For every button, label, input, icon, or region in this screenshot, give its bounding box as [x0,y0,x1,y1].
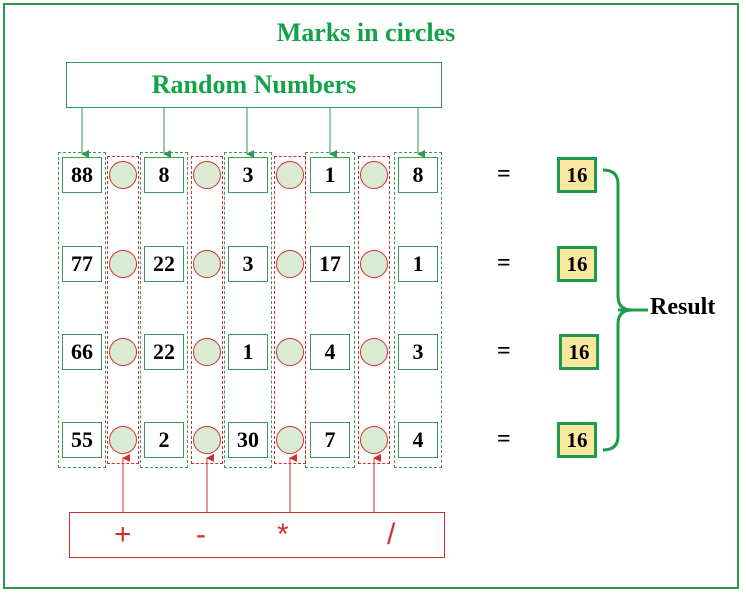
operator-circle[interactable] [193,250,221,278]
operator-circle[interactable] [360,426,388,454]
number-cell: 22 [144,334,184,370]
operator-minus: - [196,518,206,551]
number-cell: 2 [144,422,184,458]
number-cell: 3 [398,334,438,370]
equals-sign: = [497,338,511,364]
diagram-title: Marks in circles [276,18,456,47]
number-cell: 77 [62,246,102,282]
result-cell: 16 [557,422,597,458]
operator-column-4 [358,156,390,464]
operator-circle[interactable] [193,426,221,454]
operator-divide: / [387,518,396,551]
operator-circle[interactable] [109,250,137,278]
number-cell: 4 [398,422,438,458]
number-cell: 66 [62,334,102,370]
result-cell: 16 [557,246,597,282]
result-cell: 16 [557,157,597,193]
operator-circle[interactable] [360,161,388,189]
number-column-2 [140,152,188,468]
number-cell: 3 [228,157,268,193]
operator-circle[interactable] [109,338,137,366]
number-cell: 3 [228,246,268,282]
number-cell: 55 [62,422,102,458]
operator-circle[interactable] [276,250,304,278]
equals-sign: = [497,426,511,452]
outer-frame [3,3,739,589]
number-column-4 [305,152,355,468]
random-numbers-box: Random Numbers [66,62,442,108]
number-cell: 1 [228,334,268,370]
operator-column-1 [107,156,139,464]
number-column-5 [394,152,442,468]
operator-circle[interactable] [193,338,221,366]
equals-sign: = [497,250,511,276]
operator-column-3 [274,156,306,464]
operator-circle[interactable] [109,161,137,189]
result-cell: 16 [559,334,599,370]
operator-multiply: * [277,518,289,551]
operator-plus: + [114,518,132,551]
operator-circle[interactable] [276,161,304,189]
number-cell: 1 [310,157,350,193]
number-cell: 88 [62,157,102,193]
number-cell: 4 [310,334,350,370]
operators-box [69,512,445,558]
operator-column-2 [191,156,223,464]
number-cell: 8 [398,157,438,193]
number-cell: 8 [144,157,184,193]
number-cell: 7 [310,422,350,458]
operator-circle[interactable] [193,161,221,189]
result-label: Result [650,294,716,320]
operator-circle[interactable] [276,338,304,366]
operator-circle[interactable] [109,426,137,454]
number-cell: 22 [144,246,184,282]
random-numbers-label: Random Numbers [151,70,357,99]
number-column-1 [58,152,106,468]
operator-circle[interactable] [276,426,304,454]
operator-circle[interactable] [360,250,388,278]
number-column-3 [224,152,272,468]
number-cell: 30 [228,422,268,458]
number-cell: 17 [310,246,350,282]
equals-sign: = [497,161,511,187]
operator-circle[interactable] [360,338,388,366]
number-cell: 1 [398,246,438,282]
